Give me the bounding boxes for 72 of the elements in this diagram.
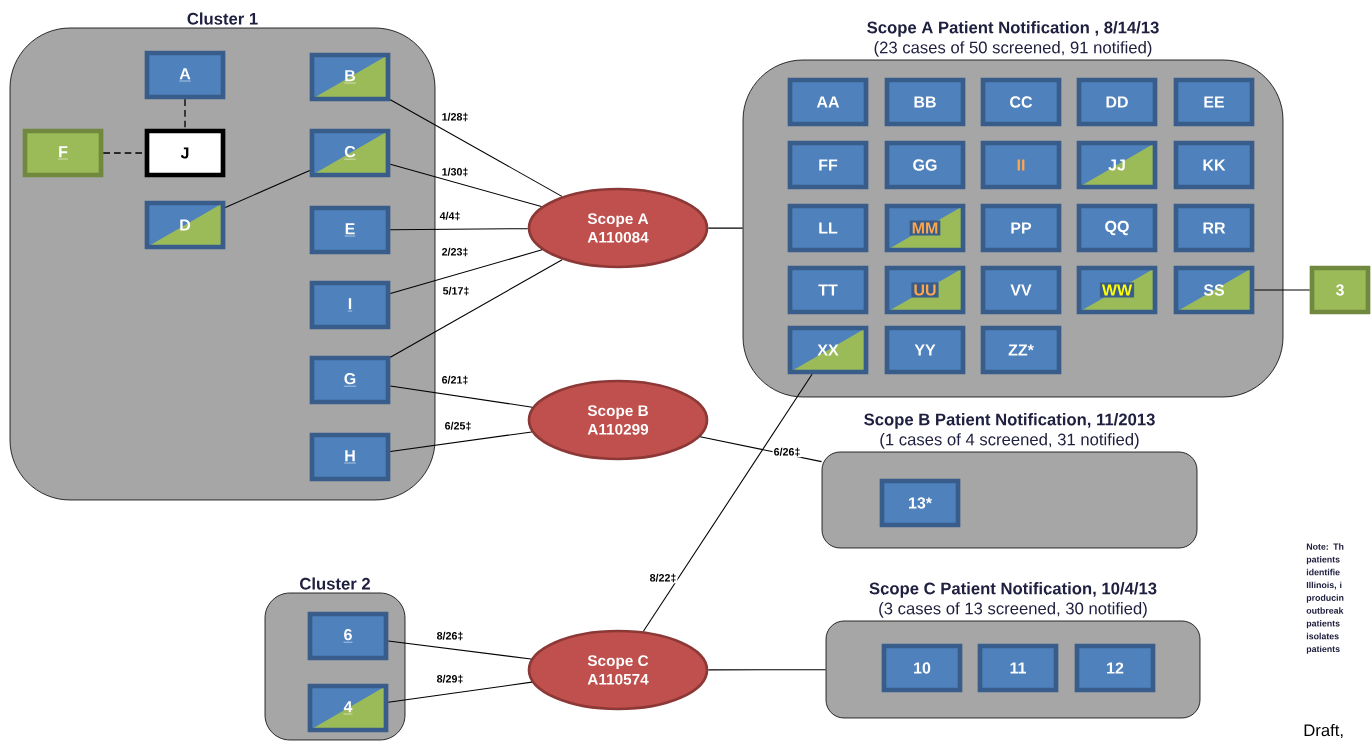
case-box: 10	[881, 643, 963, 693]
connector-line	[224, 170, 311, 208]
connector-line	[387, 681, 533, 703]
case-box: G	[309, 355, 391, 405]
connector-line	[707, 669, 827, 671]
node-label: (23 cases of 50 screened, 91 notified)	[874, 41, 1152, 57]
connector-line	[707, 227, 744, 229]
case-box: AA	[787, 77, 869, 127]
case-box: KK	[1173, 140, 1255, 190]
case-box: PP	[980, 203, 1062, 253]
case-box: BB	[884, 77, 966, 127]
connector-line	[389, 228, 529, 231]
note-text: Note: Th patients identifie Illinois, i producin outbreak patients isolates patients	[1306, 543, 1344, 654]
connector-line	[389, 259, 563, 358]
connector-line	[387, 640, 532, 660]
edge-label: 4/4‡	[438, 210, 462, 222]
case-box: ZZ*	[980, 325, 1062, 375]
connector-line	[389, 385, 533, 408]
node-label: Scope A Patient Notification , 8/14/13	[867, 21, 1159, 37]
edge-label: 8/29‡	[435, 673, 465, 685]
case-box: 3	[1309, 265, 1371, 315]
case-box: GG	[884, 140, 966, 190]
case-box: H	[309, 432, 391, 482]
edge-label: 6/25‡	[443, 420, 473, 432]
case-box: UU	[884, 265, 966, 315]
case-box: II	[980, 140, 1062, 190]
case-box: EE	[1173, 77, 1255, 127]
case-box: A	[144, 50, 226, 100]
case-box: CC	[980, 77, 1062, 127]
case-box: DD	[1076, 77, 1158, 127]
case-box: JJ	[1076, 140, 1158, 190]
connector-line	[389, 163, 542, 208]
case-box: TT	[787, 265, 869, 315]
case-box: E	[309, 205, 391, 255]
edge-label: 1/28‡	[440, 111, 470, 123]
edge-label: 1/30‡	[440, 166, 470, 178]
case-box: XX	[787, 325, 869, 375]
node-label: Cluster 2	[300, 577, 370, 590]
connector-line	[642, 373, 813, 632]
connector-line	[389, 99, 563, 197]
edge-label: 8/26‡	[435, 630, 465, 642]
case-box: VV	[980, 265, 1062, 315]
connector-line	[389, 249, 543, 294]
edge-label: 2/23‡	[440, 246, 470, 258]
draft-text: Draft,	[1304, 723, 1343, 739]
connector-line	[1253, 289, 1311, 291]
edge-label: 6/26‡	[772, 446, 802, 458]
case-box: 11	[977, 643, 1059, 693]
case-box: RR	[1173, 203, 1255, 253]
case-box: YY	[884, 325, 966, 375]
node-label: Cluster 1	[187, 12, 258, 25]
node-label: (1 cases of 4 screened, 31 notified)	[880, 433, 1139, 449]
case-box: 13*	[879, 478, 961, 528]
edge-label: 5/17‡	[441, 285, 471, 297]
case-box: 6	[307, 611, 389, 661]
case-box: I	[309, 280, 391, 330]
case-box: WW	[1076, 265, 1158, 315]
case-box: J	[144, 128, 226, 178]
case-box: 12	[1074, 643, 1156, 693]
case-box: QQ	[1076, 203, 1158, 253]
connector-line	[389, 431, 533, 452]
edge-label: 6/21‡	[440, 374, 470, 386]
case-box: LL	[787, 203, 869, 253]
connector-line	[184, 98, 186, 130]
case-box: MM	[884, 203, 966, 253]
edge-label: 8/22‡	[648, 572, 678, 584]
case-box: D	[144, 200, 226, 250]
node-label: Scope C Patient Notification, 10/4/13	[869, 582, 1157, 598]
case-box: FF	[787, 140, 869, 190]
node-label: Scope B Patient Notification, 11/2013	[864, 413, 1155, 429]
case-box: F	[22, 128, 104, 178]
node-label: (3 cases of 13 screened, 30 notified)	[879, 602, 1147, 618]
